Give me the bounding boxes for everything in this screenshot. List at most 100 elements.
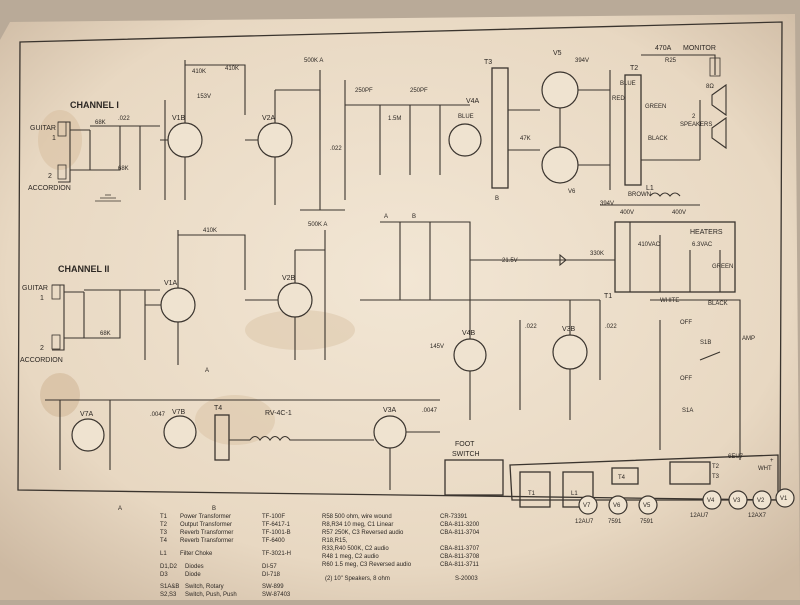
tube-v3b xyxy=(552,334,588,370)
tube-v1a-label: V1A xyxy=(164,280,178,287)
legend-t1-desc: Power Transformer xyxy=(180,514,231,520)
channel-1-label: CHANNEL I xyxy=(70,100,119,110)
wire-brown: BROWN xyxy=(628,192,651,198)
wires-v2b xyxy=(245,230,326,360)
svg-text:T1: T1 xyxy=(160,514,168,520)
heaters-label: HEATERS xyxy=(690,229,723,236)
panel-type-v4: 12AU7 xyxy=(690,513,709,519)
legend-pn-s2: SW-87403 xyxy=(262,592,291,598)
wires-v3a xyxy=(320,431,440,490)
parts-legend: T1 Power Transformer T2 Output Transform… xyxy=(160,514,480,598)
point-a-2: A xyxy=(205,368,209,374)
wire-blue-2: BLUE xyxy=(620,81,636,87)
legend-cr-1: CR-73391 xyxy=(440,514,468,520)
speaker-impedance: 8Ω xyxy=(706,84,714,90)
tube-v2b-label: V2B xyxy=(282,275,296,282)
legend-cr-7: CBA-811-3711 xyxy=(440,562,479,568)
label-500k-a-1: 500K A xyxy=(304,58,323,64)
tube-v2a xyxy=(257,122,293,158)
water-stain xyxy=(40,373,80,417)
panel-plus: + xyxy=(770,458,774,464)
speaker-count: 2 xyxy=(692,114,696,120)
wires-r15 xyxy=(300,70,345,211)
label-neg21: -21.5V xyxy=(500,258,518,264)
label-145v: 145V xyxy=(430,344,444,350)
label-410k-1: 410K xyxy=(192,69,206,75)
legend-pot-4: R18,R15, xyxy=(322,538,348,544)
panel-type-v5: 7591 xyxy=(640,519,654,525)
wires-tone-stack xyxy=(344,80,470,200)
legend-t2-ref: T2 xyxy=(160,522,168,528)
tube-v3a xyxy=(373,415,407,449)
wires-ch1-input xyxy=(90,100,166,200)
t1-power-transformer xyxy=(614,221,736,293)
label-0047-1: .0047 xyxy=(150,412,166,418)
chassis-layout-panel xyxy=(509,454,795,515)
legend-d3-ref: D3 xyxy=(160,572,168,578)
foot-label: FOOT xyxy=(455,441,475,448)
legend-d3-desc: Diode xyxy=(185,572,201,578)
point-a-1: A xyxy=(384,214,388,220)
tube-v4a-label: V4A xyxy=(466,98,480,105)
l1-label: L1 xyxy=(646,185,654,192)
ground-symbol xyxy=(95,194,121,202)
tube-v3b-label: V3B xyxy=(562,326,576,333)
legend-cr-5: CBA-811-3707 xyxy=(440,546,480,552)
legend-d1-ref: D1,D2 xyxy=(160,564,178,570)
t2-label: T2 xyxy=(630,65,638,72)
accordion-label-1: ACCORDION xyxy=(28,185,71,192)
panel-type-v1: 12AX7 xyxy=(748,513,767,519)
label-470a: 470A xyxy=(655,45,672,52)
jack-2-number: 2 xyxy=(48,173,52,180)
label-022-3: .022 xyxy=(525,324,537,330)
wires-v1b-plate xyxy=(185,64,246,115)
wires-output xyxy=(508,70,611,190)
tube-v7a xyxy=(71,418,105,452)
wires-v1b xyxy=(160,60,186,200)
wire-green-1: GREEN xyxy=(645,104,666,110)
reverb-tank xyxy=(229,435,320,441)
legend-pot-2: R8,R34 10 meg, C1 Linear xyxy=(322,522,393,528)
legend-pn-s1: SW-899 xyxy=(262,584,284,590)
wire-green-2: GREEN xyxy=(712,264,733,270)
t1-label: T1 xyxy=(604,293,612,300)
t2-transformer xyxy=(624,74,642,186)
footswitch-box xyxy=(444,459,504,496)
t1-windings xyxy=(629,222,721,292)
legend-s1-desc: Switch, Rotary xyxy=(185,584,224,590)
label-022-4: .022 xyxy=(605,324,617,330)
tube-v1b xyxy=(167,122,203,158)
jack-1-number-2: 1 xyxy=(40,295,44,302)
legend-l1-desc: Filter Choke xyxy=(180,551,213,557)
legend-pot-7: R60 1.5 meg, C3 Reversed audio xyxy=(322,562,412,568)
drawing-number: S-20003 xyxy=(455,576,478,582)
legend-speakers-note: (2) 10" Speakers, 8 ohm xyxy=(325,576,390,582)
guitar-label-2: GUITAR xyxy=(22,285,48,292)
tube-v7b xyxy=(163,415,197,449)
label-63vac: 6.3VAC xyxy=(692,242,713,248)
legend-t2-desc: Output Transformer xyxy=(180,522,232,528)
point-b-1: B xyxy=(495,196,499,202)
label-330k: 330K xyxy=(590,251,604,257)
legend-pot-3: R57 250K, C3 Reversed audio xyxy=(322,530,404,536)
legend-pn-l1: TF-3021-H xyxy=(262,551,291,557)
panel-t4: T4 xyxy=(618,475,626,481)
label-68k-2: 68K xyxy=(118,166,129,172)
label-47k: 47K xyxy=(520,136,531,142)
panel-l1: L1 xyxy=(571,491,578,497)
tube-v7a-label: V7A xyxy=(80,411,94,418)
amp-label: AMP xyxy=(742,336,755,342)
input-jacks-ch1 xyxy=(57,121,91,183)
input-jacks-ch2 xyxy=(51,284,85,351)
legend-cr-6: CBA-811-3708 xyxy=(440,554,480,560)
panel-wht: WHT xyxy=(758,466,772,472)
tube-v2b xyxy=(277,282,313,318)
tube-v5-label: V5 xyxy=(553,50,562,57)
monitor-label: MONITOR xyxy=(683,45,716,52)
tube-v5-upper xyxy=(541,71,579,109)
panel-v4: V4 xyxy=(707,498,715,504)
wires-power-switch xyxy=(650,299,741,460)
panel-v6: V6 xyxy=(613,503,621,509)
